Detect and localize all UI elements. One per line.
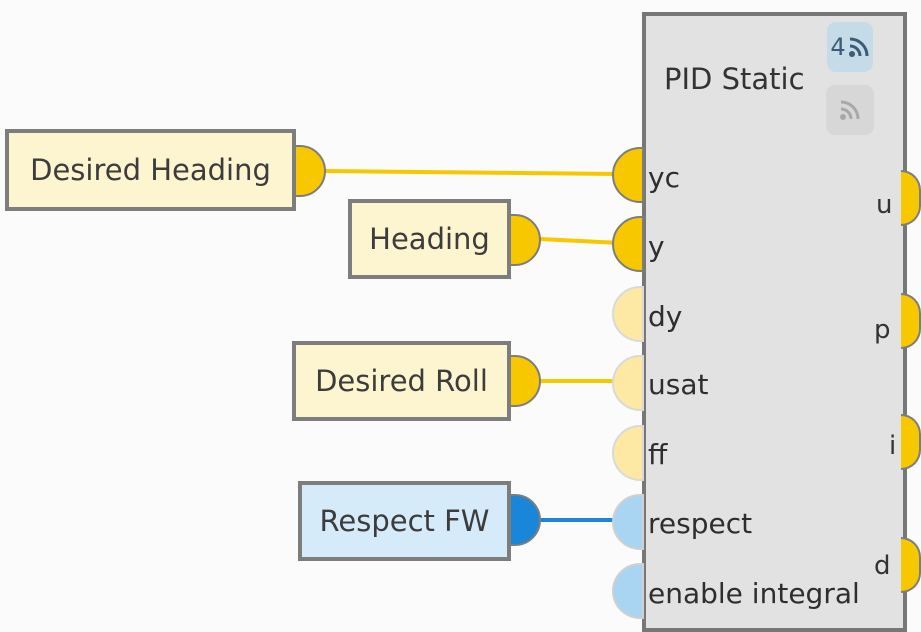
input-label-enable-integral: enable integral [648, 577, 860, 610]
output-label-d: d [874, 551, 891, 581]
source-label: Desired Roll [315, 364, 488, 398]
output-label-u: u [876, 190, 893, 220]
input-label-usat: usat [648, 368, 709, 401]
source-heading[interactable]: Heading [348, 199, 511, 279]
wire-desired-heading-to-yc[interactable] [324, 169, 621, 176]
output-label-p: p [874, 315, 891, 345]
block-title: PID Static [664, 62, 805, 96]
subscriber-count-badge[interactable]: 4 [827, 22, 873, 72]
source-respect-fw[interactable]: Respect FW [298, 481, 511, 561]
badge-count: 4 [830, 33, 846, 61]
input-port-dy[interactable] [612, 286, 644, 342]
source-label: Desired Heading [30, 153, 271, 187]
input-label-y: y [648, 230, 665, 263]
source-desired-roll[interactable]: Desired Roll [292, 341, 511, 421]
rss-feed-icon [848, 37, 869, 57]
input-label-dy: dy [648, 300, 683, 333]
input-label-respect: respect [648, 507, 753, 540]
input-label-ff: ff [648, 438, 668, 471]
rss-feed-icon [840, 100, 860, 120]
source-desired-heading[interactable]: Desired Heading [5, 129, 296, 211]
input-label-yc: yc [648, 161, 680, 194]
output-label-i: i [889, 431, 897, 461]
feed-toggle-badge[interactable] [826, 85, 874, 135]
source-label: Respect FW [319, 504, 490, 538]
wire-heading-to-y[interactable] [539, 237, 621, 245]
source-label: Heading [369, 222, 490, 256]
